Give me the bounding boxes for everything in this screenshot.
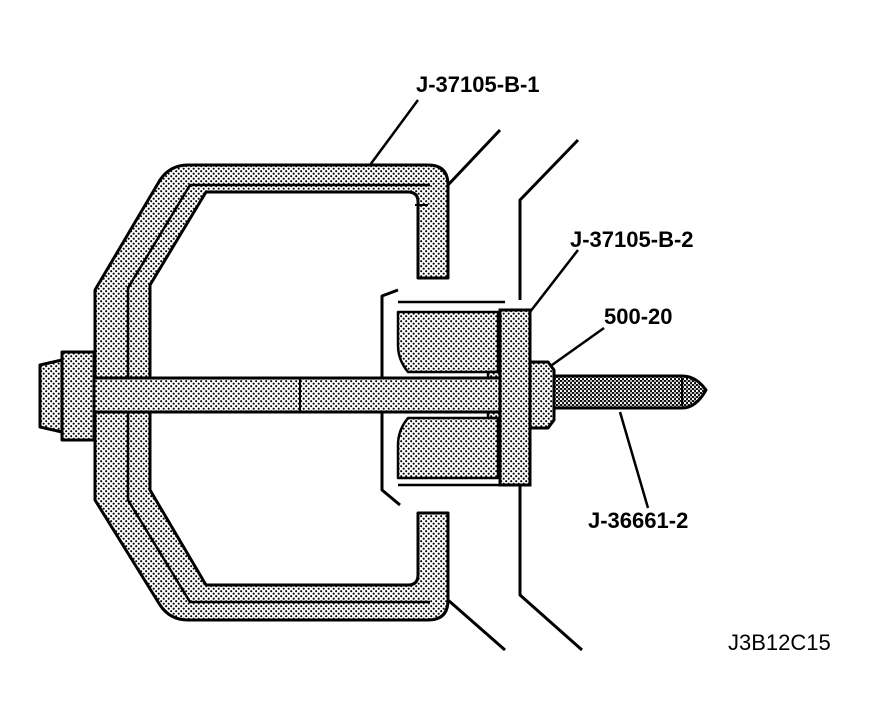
housing-lower-right-edge: [518, 485, 583, 652]
callout-label-adapter: J-37105-B-2: [570, 227, 694, 252]
receiver-cup-lower: [396, 416, 500, 480]
leader-adapter: [529, 249, 579, 313]
threaded-stud: [552, 374, 708, 410]
callout-label-nut: 500-20: [604, 304, 673, 329]
leader-bridge: [368, 99, 420, 166]
leader-nut: [551, 326, 605, 367]
nut-500-20: [528, 360, 556, 430]
housing-outline: [446, 128, 583, 652]
callout-leaders: [368, 99, 650, 509]
callout-label-screw: J-36661-2: [588, 508, 689, 533]
housing-lower-left-edge: [447, 598, 506, 652]
figure-id-label: J3B12C15: [728, 630, 831, 655]
screw-hex-head: [38, 350, 96, 442]
leader-screw: [618, 411, 650, 509]
bridge-frame-outer: [93, 163, 450, 622]
callout-label-bridge: J-37105-B-1: [416, 72, 540, 97]
forcing-screw-body: [38, 376, 502, 414]
receiver-cup-upper: [396, 310, 500, 374]
adapter-plate: [498, 308, 532, 487]
housing-upper-left-edge: [446, 128, 502, 187]
housing-upper-right-edge: [518, 138, 580, 300]
